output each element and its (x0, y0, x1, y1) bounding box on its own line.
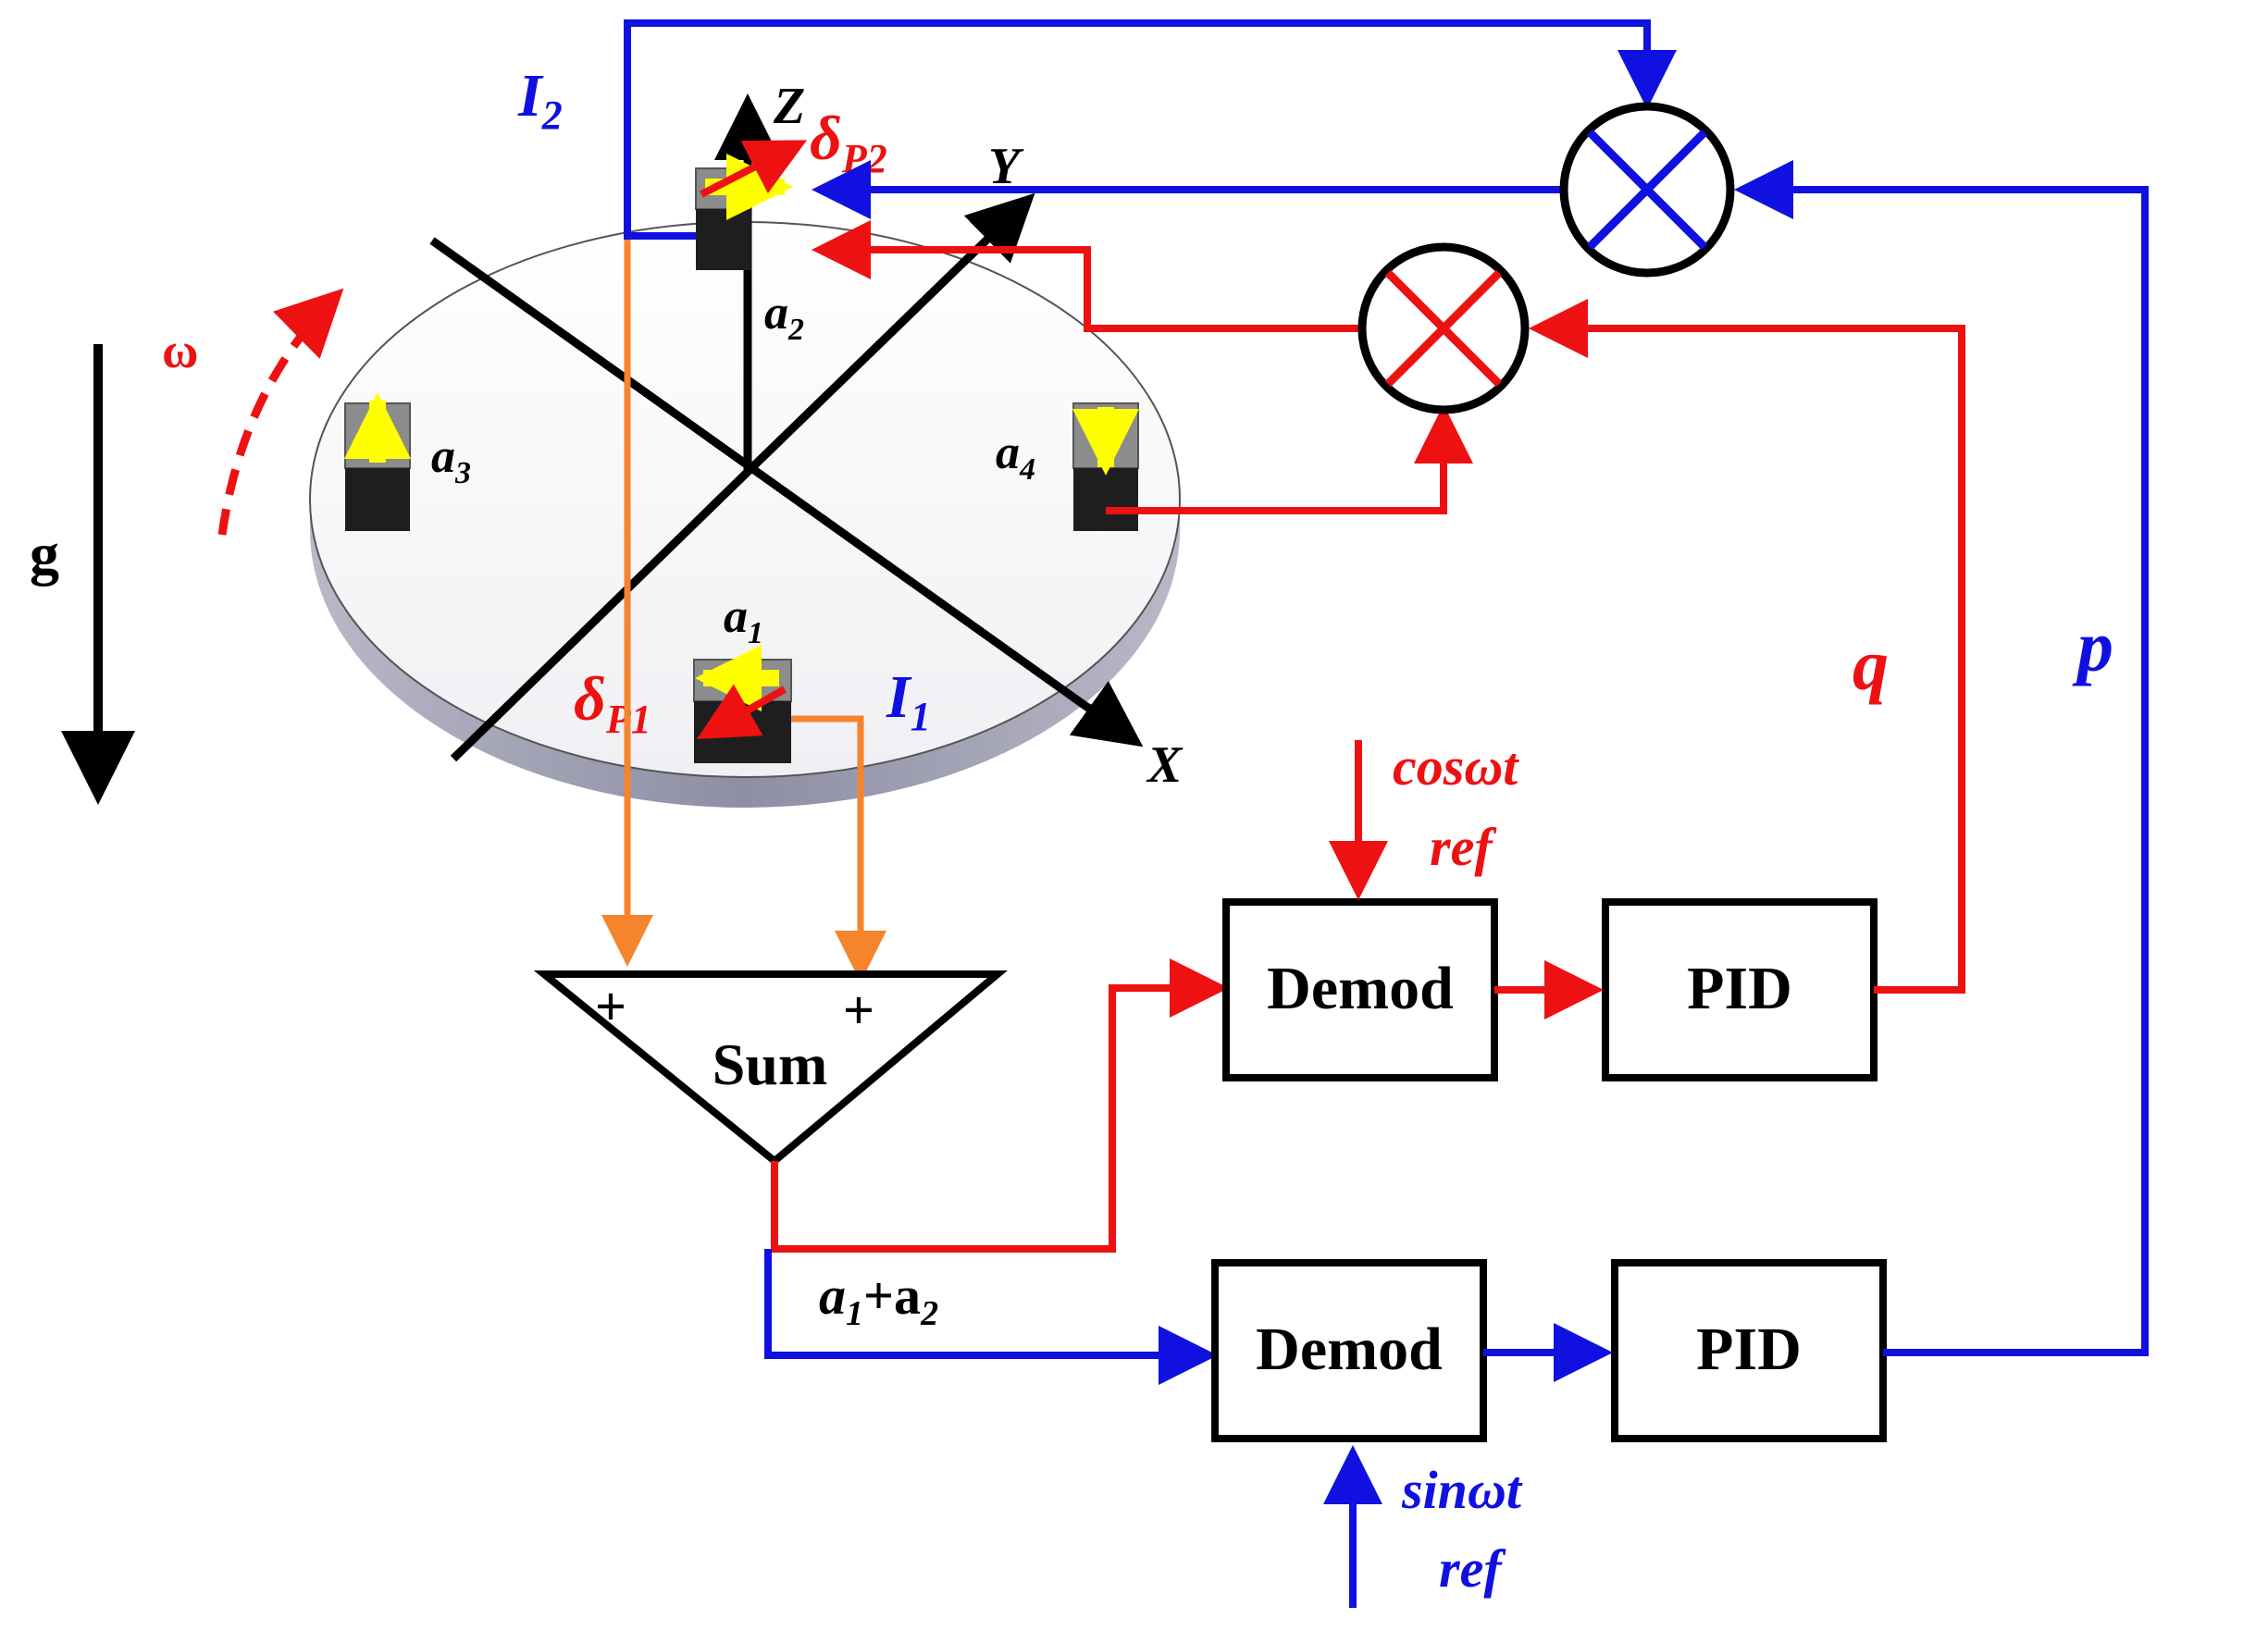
omega-arrow (217, 288, 344, 536)
p-feedback-line (1734, 160, 2149, 1356)
z-axis-label: Z (773, 78, 805, 135)
demod-cos-label: Demod (1267, 955, 1454, 1022)
i1-label: I1 (886, 663, 931, 739)
rotating-disk (309, 221, 1181, 808)
a2-label: a2 (764, 287, 804, 347)
cos-ref-label: cosωt (1393, 736, 1519, 797)
disk-cross-lines (429, 237, 1095, 762)
y-axis (744, 192, 1035, 476)
delta-p1-arrow (697, 684, 787, 739)
sum-block (533, 970, 1008, 1167)
i2-label: I2 (517, 62, 563, 138)
demod-sin-label: Demod (1256, 1316, 1443, 1383)
p-label: p (2072, 606, 2113, 686)
accelerometer-a3 (344, 392, 411, 531)
red-multiplier-to-a2-line (812, 220, 1360, 332)
delta-p2-arrow (700, 140, 808, 198)
omega-label: ω (162, 323, 198, 378)
sum-to-sin-demod-line (764, 1249, 1218, 1385)
blue-multiplier-icon (1559, 102, 1735, 278)
sum-label: Sum (713, 1032, 828, 1097)
demod-cos-block (1222, 898, 1498, 1081)
red-multiplier-icon (1357, 242, 1530, 414)
sum-to-cos-demod-line (771, 958, 1229, 1253)
disk-diagonal-line-1 (429, 237, 1095, 714)
sin-ref-sub-label: ref (1439, 1538, 1506, 1599)
y-axis-label: Y (988, 138, 1024, 195)
x-axis (1069, 681, 1144, 748)
a4-to-red-multiplier-line (1106, 404, 1473, 514)
a3-label: a3 (431, 430, 471, 490)
pid-q-label: PID (1687, 955, 1792, 1022)
q-feedback-line (1529, 299, 1965, 994)
gravity-label: g (30, 521, 59, 587)
delta-p2-label: δP2 (810, 103, 887, 181)
pid-p-label: PID (1696, 1316, 1802, 1383)
disk-diagonal-line-2 (450, 468, 751, 762)
sum-output-label: a1+a2 (819, 1266, 938, 1333)
x-axis-label: X (1146, 736, 1184, 794)
a4-label: a4 (996, 426, 1035, 487)
cos-ref-sub-label: ref (1430, 817, 1497, 877)
a1-to-sum-line (791, 715, 886, 982)
a1-label: a1 (724, 590, 763, 650)
demod-sin-block (1211, 1259, 1487, 1442)
sin-ref-label: sinωt (1401, 1460, 1523, 1520)
accelerometer-a4 (1072, 402, 1139, 531)
pid-q-block (1602, 898, 1878, 1081)
i2-loop-line (624, 19, 1677, 240)
sum-plus-right: + (843, 980, 874, 1041)
sum-plus-left: + (595, 976, 626, 1037)
q-label: q (1853, 624, 1889, 705)
